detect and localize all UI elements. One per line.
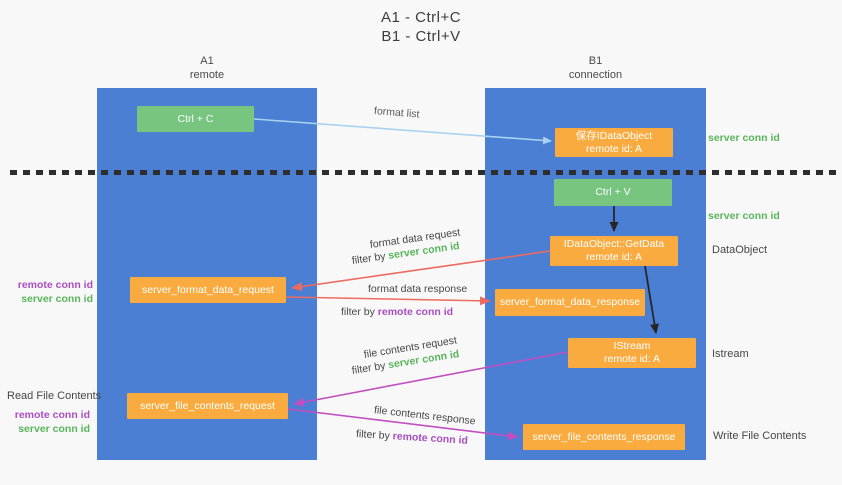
filter-prefix: filter by [355, 428, 394, 443]
server-conn-id-label-top: server conn id [708, 132, 780, 144]
write-file-contents-label: Write File Contents [713, 430, 807, 442]
node-save-dataobject-line1: 保存IDataObject [575, 129, 653, 142]
istream-label: Istream [712, 348, 749, 360]
column-a1-subtitle: remote [189, 69, 225, 81]
server-conn-id-label: server conn id [18, 423, 90, 435]
node-ctrl-c-label: Ctrl + C [177, 112, 214, 125]
remote-conn-id-label: remote conn id [17, 279, 93, 291]
title-line-2: B1 - Ctrl+V [381, 28, 461, 45]
filter-prefix: filter by [350, 359, 390, 377]
column-header-b1: B1 connection [485, 54, 706, 82]
server-conn-id-label-mid: server conn id [708, 210, 780, 222]
diagram-title: A1 - Ctrl+C B1 - Ctrl+V [0, 8, 842, 46]
node-save-dataobject-line2: remote id: A [585, 142, 643, 155]
dotted-divider [10, 170, 838, 175]
node-save-dataobject: 保存IDataObject remote id: A [555, 128, 673, 157]
server-conn-id-label: server conn id [21, 293, 93, 305]
column-b1-subtitle: connection [568, 69, 623, 81]
node-format-request-label: server_format_data_request [142, 283, 274, 296]
left-conn-id-cluster-mid: remote conn id server conn id [0, 278, 93, 306]
node-istream-line2: remote id: A [603, 353, 661, 365]
format-list-label: format list [373, 105, 420, 121]
column-b1-name: B1 [588, 55, 603, 67]
file-contents-response-filter: filter by remote conn id [356, 428, 469, 448]
filter-prefix: filter by [341, 306, 378, 318]
node-ctrl-v-label: Ctrl + V [595, 186, 631, 198]
column-a1-name: A1 [200, 55, 214, 67]
remote-conn-id-label: remote conn id [14, 409, 90, 421]
node-getdata-line2: remote id: A [585, 251, 643, 263]
left-conn-id-cluster-bottom: remote conn id server conn id [0, 408, 90, 436]
file-contents-response-label: file contents response [373, 404, 477, 428]
read-file-contents-label: Read File Contents [7, 390, 102, 402]
column-header-a1: A1 remote [97, 54, 317, 82]
node-format-response: server_format_data_response [495, 289, 645, 316]
node-istream-line1: IStream [613, 340, 651, 352]
node-file-response: server_file_contents_response [523, 424, 685, 450]
node-getdata-line1: IDataObject::GetData [563, 238, 665, 250]
filter-value-remote-conn-id: remote conn id [392, 430, 469, 447]
node-ctrl-c: Ctrl + C [137, 106, 254, 132]
node-file-response-label: server_file_contents_response [532, 430, 676, 443]
node-ctrl-v: Ctrl + V [554, 179, 672, 206]
node-file-request: server_file_contents_request [127, 393, 288, 419]
node-format-request: server_format_data_request [130, 277, 286, 303]
format-data-response-filter: filter by remote conn id [341, 306, 453, 319]
dataobject-label: DataObject [712, 244, 768, 256]
node-file-request-label: server_file_contents_request [140, 399, 275, 412]
node-getdata: IDataObject::GetData remote id: A [550, 236, 678, 266]
format-data-response-label: format data response [368, 283, 468, 295]
node-istream: IStream remote id: A [568, 338, 696, 368]
node-format-response-label: server_format_data_response [499, 296, 641, 308]
title-line-1: A1 - Ctrl+C [380, 9, 462, 26]
filter-value-remote-conn-id: remote conn id [377, 306, 454, 318]
filter-prefix: filter by [351, 249, 390, 267]
